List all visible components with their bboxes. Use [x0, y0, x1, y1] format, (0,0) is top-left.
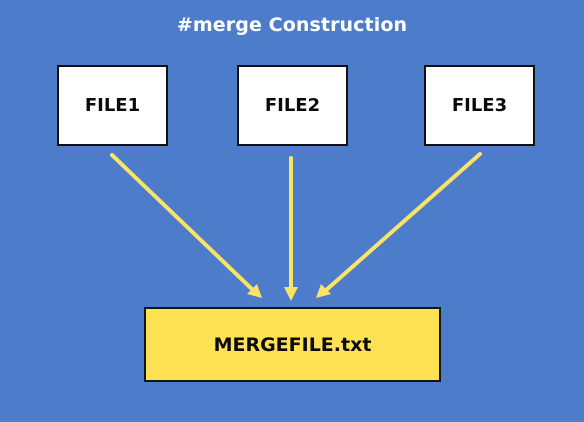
- mergefile-label: MERGEFILE.txt: [213, 333, 372, 356]
- arrow-file1-to-merge: [110, 153, 257, 294]
- file2-label: FILE2: [264, 95, 321, 116]
- diagram-title: #merge Construction: [176, 14, 408, 36]
- file1-label: FILE1: [84, 95, 141, 116]
- arrowhead-file1: [247, 284, 262, 298]
- arrowhead-file3: [316, 284, 331, 298]
- file2-box: FILE2: [237, 65, 348, 146]
- file1-box: FILE1: [57, 65, 168, 146]
- arrowhead-file2: [284, 287, 298, 301]
- arrow-file3-to-merge: [322, 152, 482, 294]
- file3-box: FILE3: [424, 65, 535, 146]
- mergefile-box: MERGEFILE.txt: [144, 307, 441, 382]
- file3-label: FILE3: [451, 95, 508, 116]
